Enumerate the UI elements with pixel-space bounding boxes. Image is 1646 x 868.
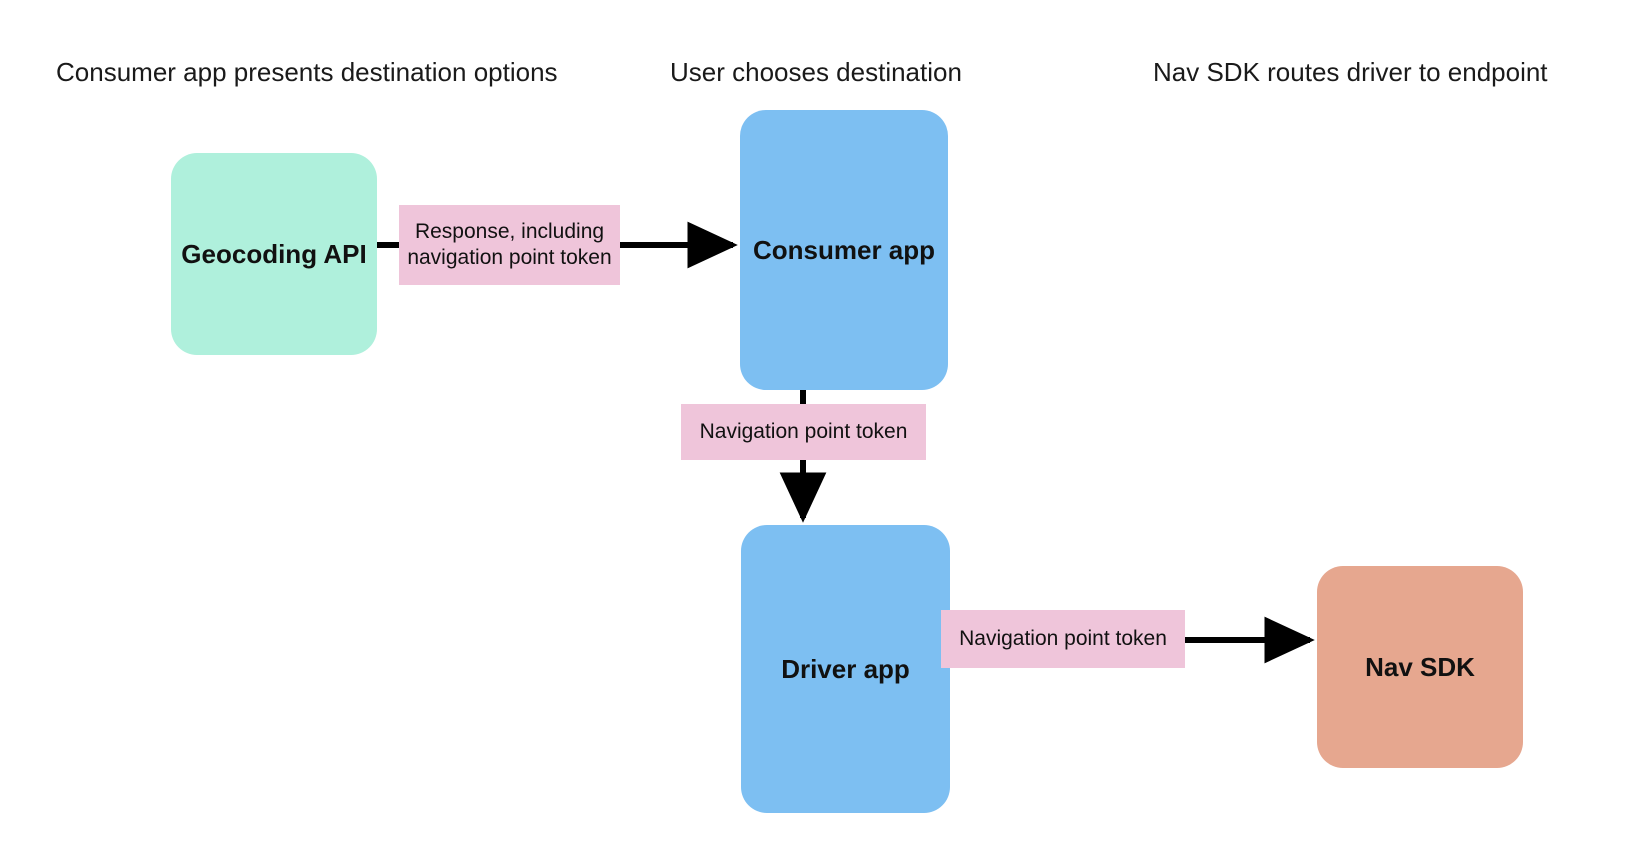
node-label-consumer-app: Consumer app <box>752 235 936 265</box>
edge-label-navigation-point-token-driver-navsdk: Navigation point token <box>941 610 1185 668</box>
node-nav-sdk[interactable]: Nav SDK <box>1317 566 1523 768</box>
node-geocoding-api[interactable]: Geocoding API <box>171 153 377 355</box>
column-heading-nav-sdk: Nav SDK routes driver to endpoint <box>1153 57 1548 87</box>
edge-label-text-nav-token-vertical: Navigation point token <box>699 420 908 443</box>
node-label-geocoding-api: Geocoding API <box>181 239 367 269</box>
edge-label-response-including-navigation-point-token: Response, including navigation point tok… <box>399 205 620 285</box>
node-driver-app[interactable]: Driver app <box>741 525 950 813</box>
column-heading-consumer-app: Consumer app presents destination option… <box>56 57 558 87</box>
node-consumer-app[interactable]: Consumer app <box>740 110 948 390</box>
edge-label-navigation-point-token-consumer-driver: Navigation point token <box>681 404 926 460</box>
node-label-driver-app: Driver app <box>781 654 910 684</box>
edge-label-text-nav-token-horizontal: Navigation point token <box>959 627 1167 650</box>
edge-label-text-response: Response, including navigation point tok… <box>407 220 612 269</box>
column-heading-user-chooses: User chooses destination <box>670 57 962 87</box>
node-label-nav-sdk: Nav SDK <box>1365 652 1475 682</box>
